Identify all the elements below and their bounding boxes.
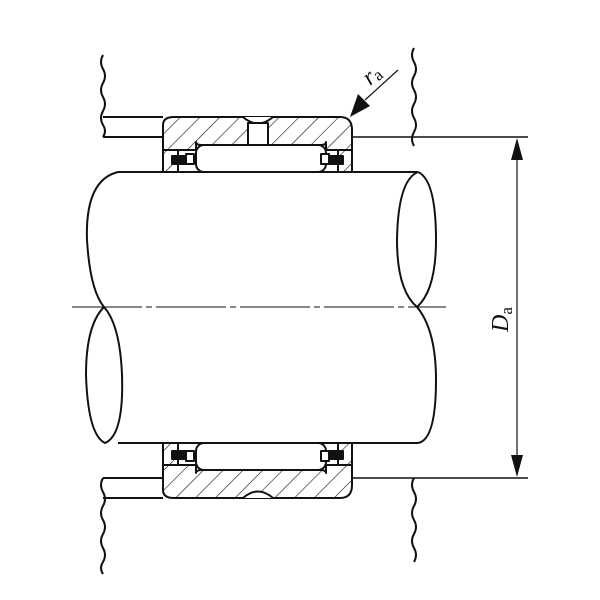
needle-roller-lower: [195, 442, 327, 471]
seal-right-lower: [328, 450, 344, 460]
seal-left-lower: [171, 450, 187, 460]
leader-ra: ra: [350, 60, 399, 117]
housing-upper-section: [100, 47, 528, 147]
label-ra: ra: [357, 60, 387, 91]
needle-roller-upper: [195, 144, 327, 173]
dimension-Da: Da: [488, 138, 523, 477]
bearing-upper-section: [162, 116, 353, 173]
label-Da: Da: [488, 307, 516, 333]
seal-right-upper: [328, 155, 344, 165]
seal-left-upper: [171, 155, 187, 165]
bearing-lower-section: [162, 442, 353, 499]
housing-lower-section: [100, 477, 528, 575]
